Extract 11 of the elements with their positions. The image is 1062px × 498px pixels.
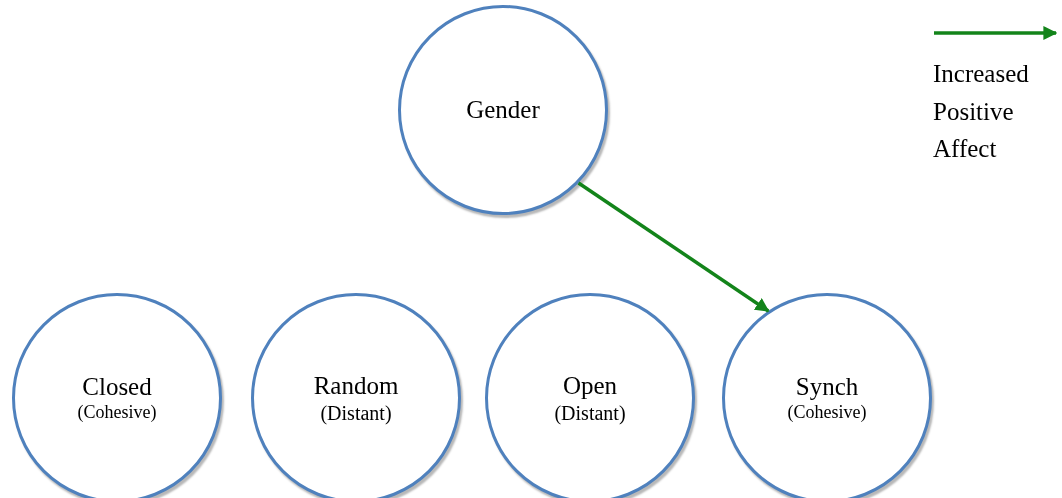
node-label: Gender — [466, 95, 540, 125]
legend-text: Increased Positive Affect — [933, 59, 1030, 164]
node-sublabel: (Distant) — [320, 401, 392, 425]
node-label: Random — [313, 371, 399, 401]
node-sublabel: (Distant) — [554, 401, 626, 425]
node-label: Open — [562, 371, 618, 401]
node-label: Closed — [82, 372, 152, 403]
node-sublabel: (Cohesive) — [787, 402, 867, 424]
node-sublabel: (Cohesive) — [77, 402, 157, 424]
node-label: Synch — [795, 372, 859, 403]
arrow — [577, 181, 770, 313]
